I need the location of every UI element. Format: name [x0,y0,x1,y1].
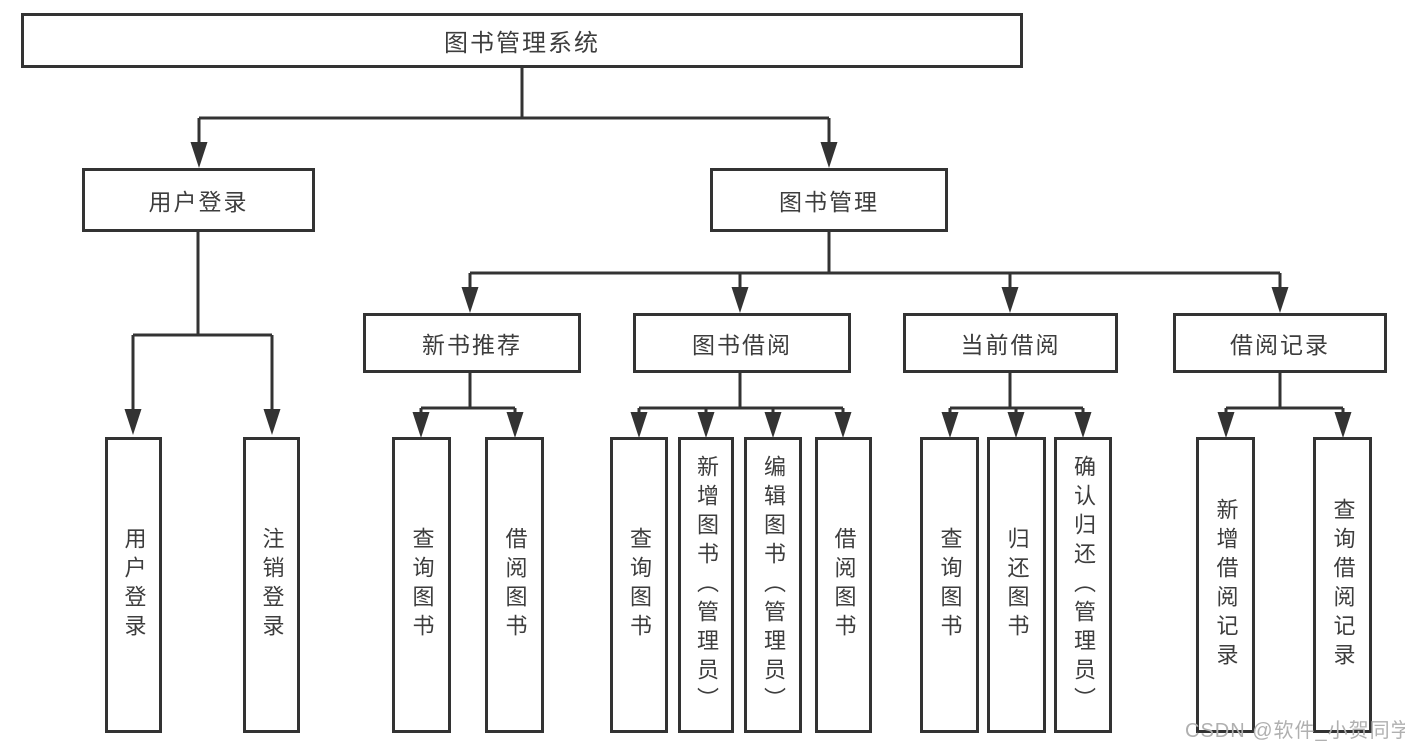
node-book-borrow: 图书借阅 [633,313,851,373]
leaf-logout: 注销登录 [243,437,300,733]
leaf-borrow-book-1: 借阅图书 [485,437,544,733]
leaf-label: 用户登录 [121,527,147,643]
leaf-add-book-admin: 新增图书（管理员） [678,437,734,733]
leaf-borrow-book-2: 借阅图书 [815,437,872,733]
leaf-query-borrow-record: 查询借阅记录 [1313,437,1372,733]
leaf-label: 新增图书（管理员） [694,454,719,716]
leaf-label: 编辑图书（管理员） [761,454,786,716]
leaf-query-book-2: 查询图书 [610,437,668,733]
leaf-label: 查询图书 [627,527,652,643]
leaf-label: 新增借阅记录 [1213,498,1239,672]
leaf-label: 查询图书 [937,527,963,643]
csdn-watermark: CSDN @软件_小贺同学 [1185,720,1405,742]
leaf-query-book-1: 查询图书 [392,437,451,733]
leaf-confirm-return-admin: 确认归还（管理员） [1054,437,1112,733]
leaf-user-login: 用户登录 [105,437,162,733]
leaf-label: 查询图书 [409,527,435,643]
leaf-label: 借阅图书 [502,527,528,643]
leaf-label: 归还图书 [1004,527,1030,643]
leaf-label: 借阅图书 [831,527,857,643]
node-library-management-system: 图书管理系统 [21,13,1023,68]
node-borrow-record: 借阅记录 [1173,313,1387,373]
leaf-label: 注销登录 [259,527,285,643]
leaf-label: 查询借阅记录 [1330,498,1356,672]
leaf-return-book: 归还图书 [987,437,1046,733]
node-book-management: 图书管理 [710,168,948,232]
node-current-borrow: 当前借阅 [903,313,1118,373]
leaf-add-borrow-record: 新增借阅记录 [1196,437,1255,733]
node-new-book-recommend: 新书推荐 [363,313,581,373]
leaf-edit-book-admin: 编辑图书（管理员） [744,437,802,733]
leaf-query-book-3: 查询图书 [920,437,979,733]
node-user-login: 用户登录 [82,168,315,232]
leaf-label: 确认归还（管理员） [1071,454,1096,716]
